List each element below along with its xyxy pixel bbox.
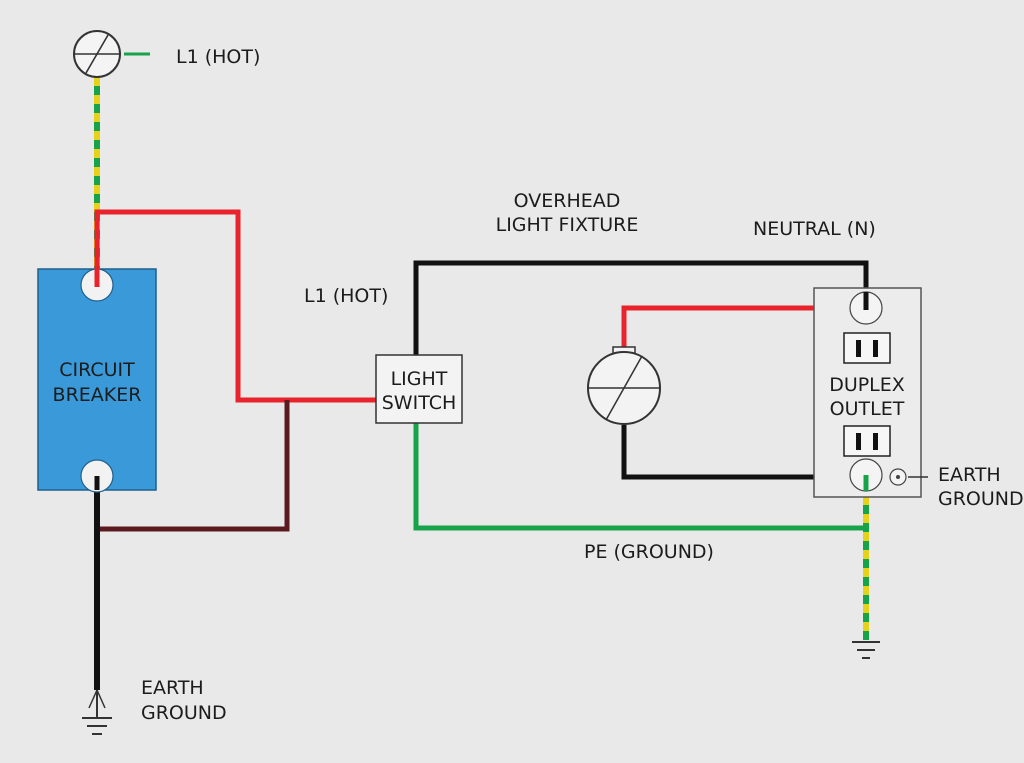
neutral-wire-top (413, 260, 869, 355)
l1-hot-top-label: L1 (HOT) (176, 46, 260, 68)
circuit-breaker (37, 268, 157, 493)
neutral-label: NEUTRAL (N) (753, 218, 876, 240)
ground-symbol-left-icon (82, 689, 112, 735)
overhead-label-line1: OVERHEAD (514, 190, 621, 212)
supply-meter-icon (73, 30, 121, 78)
duplex-outlet (813, 287, 922, 498)
light-fixture-icon (587, 346, 661, 425)
light-switch (375, 354, 463, 424)
neutral-wire-fixture (621, 425, 866, 480)
earth-right-label-line1: EARTH (938, 464, 1001, 486)
switch-label-line2: SWITCH (382, 392, 457, 414)
return-wire (97, 400, 290, 532)
outlet-ground-terminal-icon (889, 468, 907, 486)
earth-right-label-line2: GROUND (938, 488, 1024, 510)
outlet-receptacle-top-icon (843, 332, 891, 364)
breaker-label-line1: CIRCUIT (59, 359, 135, 381)
switch-label-line1: LIGHT (391, 368, 448, 390)
outlet-label-line1: DUPLEX (829, 374, 905, 396)
earth-left-label-line2: GROUND (141, 702, 227, 724)
hot-wire-breaker-to-switch (94, 209, 376, 403)
outlet-receptacle-bottom-icon (843, 425, 891, 457)
overhead-label-line2: LIGHT FIXTURE (496, 214, 639, 236)
breaker-label-line2: BREAKER (53, 384, 142, 406)
outlet-label-line2: OUTLET (830, 398, 905, 420)
earth-left-label-line1: EARTH (141, 677, 204, 699)
ground-symbol-right-icon (852, 641, 880, 659)
l1-hot-mid-label: L1 (HOT) (304, 285, 388, 307)
pe-ground-label: PE (GROUND) (584, 541, 714, 563)
hot-wire-fixture (621, 305, 866, 348)
pe-ground-wire (413, 423, 866, 531)
